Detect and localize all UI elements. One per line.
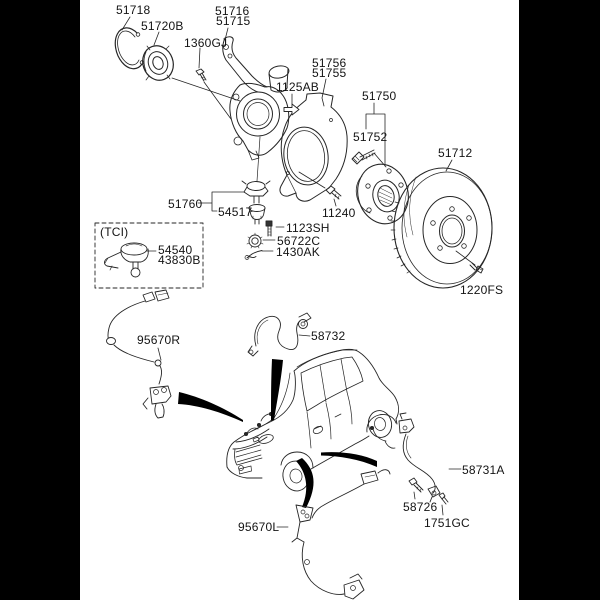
- leader-lines: [121, 16, 476, 528]
- part-label-brake-disc: 51712: [438, 146, 473, 160]
- part-label-knuckle-lower: 51715: [216, 14, 251, 28]
- part-label-bearing: 51720B: [141, 19, 184, 33]
- wheel-bearing-drawing: [142, 45, 174, 81]
- part-label-knuckle-bolt: 1360GJ: [184, 36, 228, 50]
- part-label-front-brake-hose: 58732: [311, 329, 346, 343]
- part-label-hub-assembly: 51750: [362, 89, 397, 103]
- dust-shield-drawing: [279, 92, 348, 202]
- shield-bolt-drawing: [325, 185, 342, 200]
- letterbox-right-bar: [519, 0, 600, 600]
- tci-option-note: (TCI): [100, 225, 129, 239]
- part-label-rear-brake-hose: 58731A: [462, 463, 505, 477]
- ball-joint-drawing: [241, 180, 271, 204]
- hose-bracket-bolt-drawing: [408, 477, 424, 493]
- part-label-stud-bolt: 1123SH: [286, 221, 330, 235]
- part-label-ball-joint: 51760: [168, 197, 203, 211]
- part-label-tci-ball-joint-a: 54540: [158, 243, 193, 257]
- part-label-lock-nut: 56722C: [277, 234, 321, 248]
- part-label-castle-nut: 54517: [218, 205, 253, 219]
- cotter-pin-drawing: [244, 250, 263, 260]
- part-label-shield-lower: 51755: [312, 66, 347, 80]
- snap-ring-drawing: [114, 27, 145, 70]
- arrow-hose-rear-to-car: [321, 452, 377, 467]
- part-label-knuckle-upper: 51716: [215, 4, 250, 18]
- tci-option-box: [94, 222, 204, 289]
- part-label-disc-screw: 1220FS: [460, 283, 504, 297]
- hub-assembly-drawing: [355, 163, 409, 225]
- part-label-hose-screw: 1751GC: [424, 516, 470, 530]
- hose-screw-drawing: [438, 492, 449, 505]
- steering-knuckle-drawing: [222, 36, 290, 182]
- brake-disc-drawing: [390, 167, 493, 289]
- lock-nut-drawing: [246, 232, 264, 249]
- part-label-hose-bracket-bolt: 58726: [403, 500, 438, 514]
- abs-sensor-right-drawing: [106, 289, 172, 419]
- rear-brake-hose-drawing: [398, 412, 441, 503]
- part-label-cotter-pin: 1430AK: [276, 245, 320, 259]
- pointer-arrows: [178, 359, 377, 508]
- arrow-hose-front-to-car: [271, 359, 283, 421]
- part-label-snap-ring: 51718: [116, 3, 151, 17]
- letterbox-left-bar: [0, 0, 80, 600]
- part-label-hub-bolt: 51752: [353, 130, 388, 144]
- part-label-tci-ball-joint-b: 43830B: [158, 253, 201, 267]
- vehicle-drawing: [226, 348, 399, 492]
- part-label-shield-bolt: 11240: [322, 206, 356, 220]
- abs-sensor-left-drawing: [291, 469, 391, 600]
- part-label-shield-upper: 51756: [312, 56, 347, 70]
- stud-bolt-drawing: [265, 220, 273, 237]
- part-label-direction-arrow: 1125AB: [276, 80, 320, 94]
- front-brake-hose-drawing: [247, 312, 312, 357]
- castle-nut-drawing: [248, 204, 266, 225]
- arrow-car-to-sensor-left: [296, 458, 314, 508]
- install-direction-arrow: [283, 103, 300, 116]
- part-label-abs-sensor-right: 95670R: [137, 333, 181, 347]
- knuckle-bolt-drawing: [195, 68, 207, 82]
- disc-screw-drawing: [469, 262, 484, 274]
- hub-bolt-drawing: [351, 149, 376, 165]
- part-label-abs-sensor-left: 95670L: [238, 520, 280, 534]
- arrow-sensor-right-to-car: [178, 392, 243, 422]
- tci-ball-joint-drawing: [104, 242, 149, 278]
